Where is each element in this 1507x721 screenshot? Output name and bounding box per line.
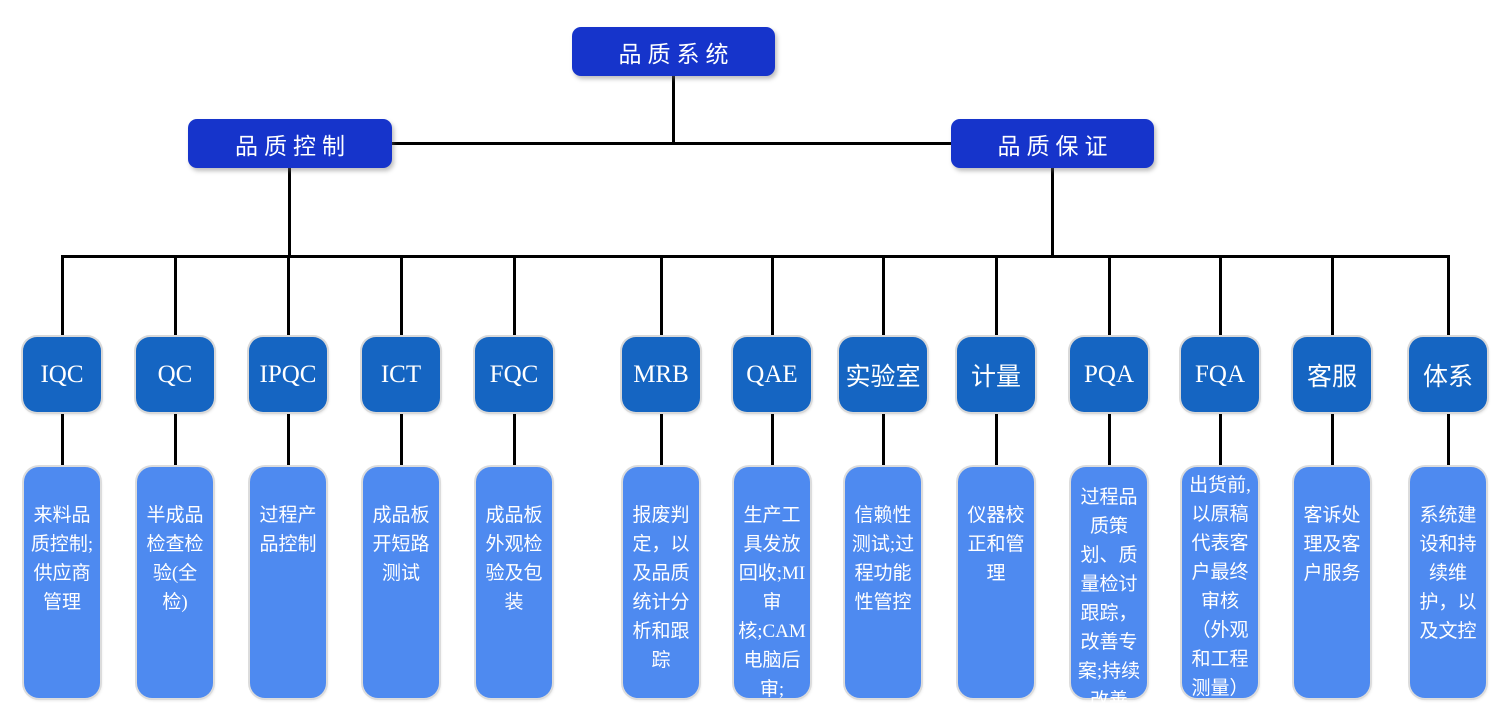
node-quality-control: 品质控制 <box>188 119 392 168</box>
node-metrology: 计量 <box>957 337 1035 412</box>
node-metrology-desc: 仪器校正和管理 <box>958 467 1034 698</box>
node-mrb-desc: 报废判定，以及品质统计分析和跟踪 <box>623 467 699 698</box>
node-lab: 实验室 <box>839 337 927 412</box>
connector-stub <box>61 408 64 470</box>
connector-stub <box>513 408 516 470</box>
connector-stub <box>287 408 290 470</box>
connector-stub <box>287 255 290 342</box>
node-ict-desc: 成品板开短路测试 <box>363 467 439 698</box>
node-fqc: FQC <box>475 337 553 412</box>
connector-stub <box>1108 408 1111 470</box>
connector-stub <box>61 255 64 342</box>
node-customer-service: 客服 <box>1293 337 1371 412</box>
node-qc: QC <box>136 337 214 412</box>
node-iqc-desc: 来料品质控制;供应商管理 <box>24 467 100 698</box>
connector-stub <box>771 255 774 342</box>
connector-bus <box>61 255 1450 258</box>
connector-quality-assurance-drop <box>1051 166 1054 258</box>
connector-stub <box>174 408 177 470</box>
connector-stub <box>400 408 403 470</box>
node-iqc: IQC <box>23 337 101 412</box>
connector-stub <box>1331 255 1334 342</box>
node-fqa: FQA <box>1181 337 1259 412</box>
connector-stub <box>174 255 177 342</box>
connector-stub <box>1447 255 1450 342</box>
connector-stub <box>995 408 998 470</box>
node-qc-desc: 半成品检查检验(全检) <box>137 467 213 698</box>
connector-stub <box>1331 408 1334 470</box>
connector-root-drop <box>672 74 675 145</box>
node-mrb: MRB <box>622 337 700 412</box>
connector-stub <box>1108 255 1111 342</box>
node-fqc-desc: 成品板外观检验及包装 <box>476 467 552 698</box>
node-lab-desc: 信赖性测试;过程功能性管控 <box>845 467 921 698</box>
node-ict: ICT <box>362 337 440 412</box>
node-qae-desc: 生产工具发放回收;MI审核;CAM电脑后审; <box>734 467 810 700</box>
node-system: 体系 <box>1409 337 1487 412</box>
connector-stub <box>660 408 663 470</box>
node-customer-service-desc: 客诉处理及客户服务 <box>1294 467 1370 698</box>
connector-stub <box>1219 255 1222 342</box>
connector-stub <box>882 255 885 342</box>
connector-stub <box>400 255 403 342</box>
node-fqa-desc: 出货前,以原稿代表客户最终审核（外观和工程测量） <box>1182 467 1258 699</box>
node-ipqc: IPQC <box>249 337 327 412</box>
connector-level2-horizontal <box>392 142 951 145</box>
connector-stub <box>1219 408 1222 470</box>
node-pqa-desc: 过程品质策划、质量检讨跟踪，改善专案;持续改善 <box>1071 467 1147 711</box>
connector-stub <box>995 255 998 342</box>
node-system-desc: 系统建设和持续维护，以及文控 <box>1410 467 1486 698</box>
node-qae: QAE <box>733 337 811 412</box>
node-quality-assurance: 品质保证 <box>951 119 1154 168</box>
connector-quality-control-drop <box>288 166 291 258</box>
connector-stub <box>882 408 885 470</box>
node-ipqc-desc: 过程产品控制 <box>250 467 326 698</box>
node-quality-system: 品质系统 <box>572 27 775 76</box>
connector-stub <box>1447 408 1450 470</box>
connector-stub <box>660 255 663 342</box>
connector-stub <box>771 408 774 470</box>
node-pqa: PQA <box>1070 337 1148 412</box>
connector-stub <box>513 255 516 342</box>
